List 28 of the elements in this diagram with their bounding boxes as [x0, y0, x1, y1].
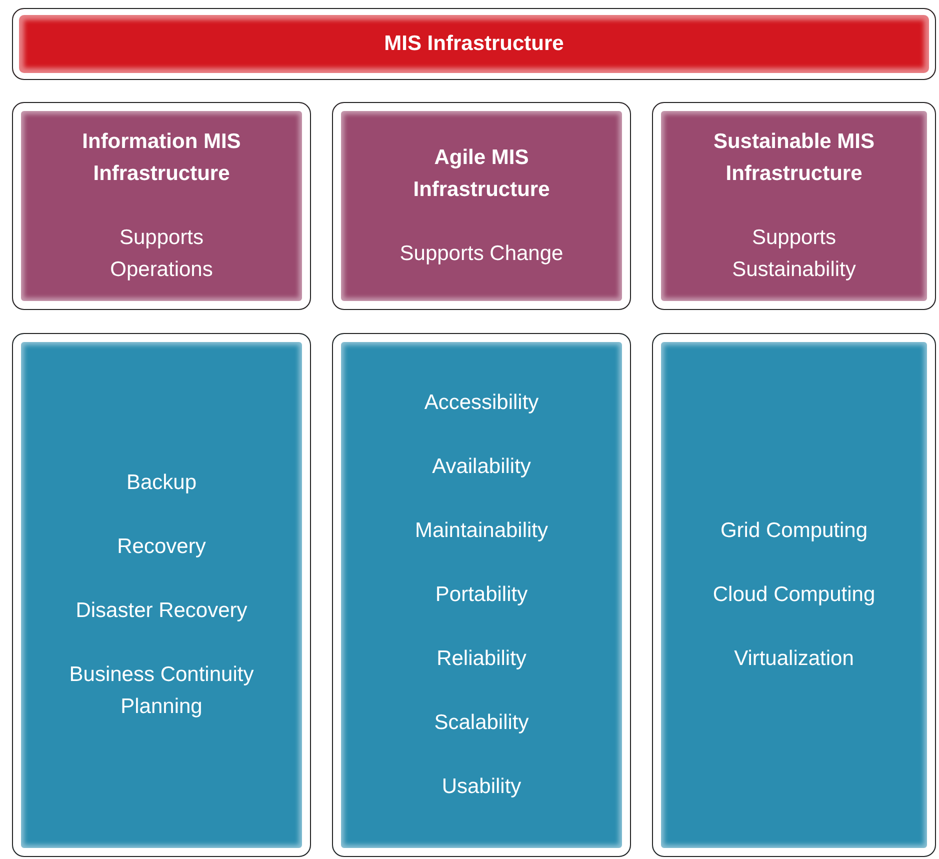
- feature-panel: [12, 333, 311, 857]
- category-panel: [332, 102, 631, 310]
- list-item: Virtualization: [734, 646, 854, 672]
- panel-description: Supports Change: [400, 241, 564, 267]
- title-banner: [12, 8, 936, 80]
- category-panel: [12, 102, 311, 310]
- banner-title: MIS Infrastructure: [384, 31, 564, 57]
- list-item: Cloud Computing: [712, 582, 876, 608]
- list-item: Backup: [126, 470, 197, 496]
- list-item: Reliability: [436, 646, 526, 672]
- category-panel: [652, 102, 936, 310]
- panel-description: Supports Operations: [109, 225, 214, 283]
- list-item: Accessibility: [424, 390, 539, 416]
- panel-heading: Sustainable MIS Infrastructure: [712, 129, 876, 187]
- list-item: Usability: [442, 774, 522, 800]
- list-item: Availability: [432, 454, 531, 480]
- panel-heading: Agile MIS Infrastructure: [412, 145, 551, 203]
- feature-panel: [332, 333, 631, 857]
- list-item: Maintainability: [414, 518, 548, 544]
- list-item: Recovery: [117, 534, 206, 560]
- list-item: Disaster Recovery: [76, 598, 248, 624]
- list-item: Portability: [435, 582, 528, 608]
- list-item: Scalability: [434, 710, 529, 736]
- list-item: Business Continuity Planning: [68, 662, 255, 720]
- panel-heading: Information MIS Infrastructure: [81, 129, 242, 187]
- list-item: Grid Computing: [720, 518, 868, 544]
- panel-description: Supports Sustainability: [731, 225, 857, 283]
- feature-panel: [652, 333, 936, 857]
